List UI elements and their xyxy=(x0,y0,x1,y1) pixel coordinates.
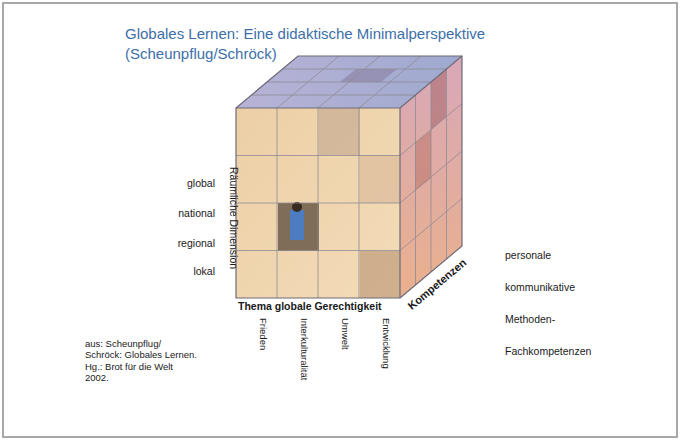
dimension-level: regional xyxy=(178,237,215,249)
photo-figure xyxy=(292,202,302,212)
theme-label: Umwelt xyxy=(339,318,350,350)
dimension-level: global xyxy=(187,177,215,189)
grid-line xyxy=(446,69,447,259)
diagram-title: Globales Lernen: Eine didaktische Minima… xyxy=(125,24,535,63)
grid-line xyxy=(236,250,400,251)
axis-title: Räumliche Dimension xyxy=(228,167,240,269)
photo-tile xyxy=(340,69,397,82)
grid-line xyxy=(267,82,431,83)
front-face xyxy=(236,108,400,298)
theme-label: Interkulturalität xyxy=(298,318,309,380)
grid-line xyxy=(236,203,400,204)
competence-level: kommunikative xyxy=(505,281,575,293)
dimension-level: national xyxy=(178,207,215,219)
grid-line xyxy=(283,69,447,70)
grid-line xyxy=(431,82,432,272)
competence-level: Methoden- xyxy=(505,313,555,325)
theme-label: Entwicklung xyxy=(380,318,391,369)
photo-tile xyxy=(360,251,400,298)
grid-line xyxy=(359,56,421,108)
photo-tile xyxy=(360,155,400,203)
grid-line xyxy=(400,199,462,251)
dimension-level: lokal xyxy=(193,265,215,277)
photo-tile xyxy=(278,203,319,251)
grid-lines xyxy=(236,56,462,298)
cube-edges xyxy=(236,56,462,298)
competence-level: Fachkompetenzen xyxy=(505,345,591,357)
grid-line xyxy=(359,108,360,298)
photo-tile xyxy=(319,108,360,155)
theme-label: Frieden xyxy=(257,318,268,350)
competence-level: personale xyxy=(505,249,551,261)
photo-figure xyxy=(290,210,304,240)
axis-title: Thema globale Gerechtigkeit xyxy=(238,300,382,312)
source-note: aus: Scheunpflug/ Schröck: Globales Lern… xyxy=(85,338,197,384)
photo-tile xyxy=(415,130,431,191)
photo-tile xyxy=(431,69,446,130)
